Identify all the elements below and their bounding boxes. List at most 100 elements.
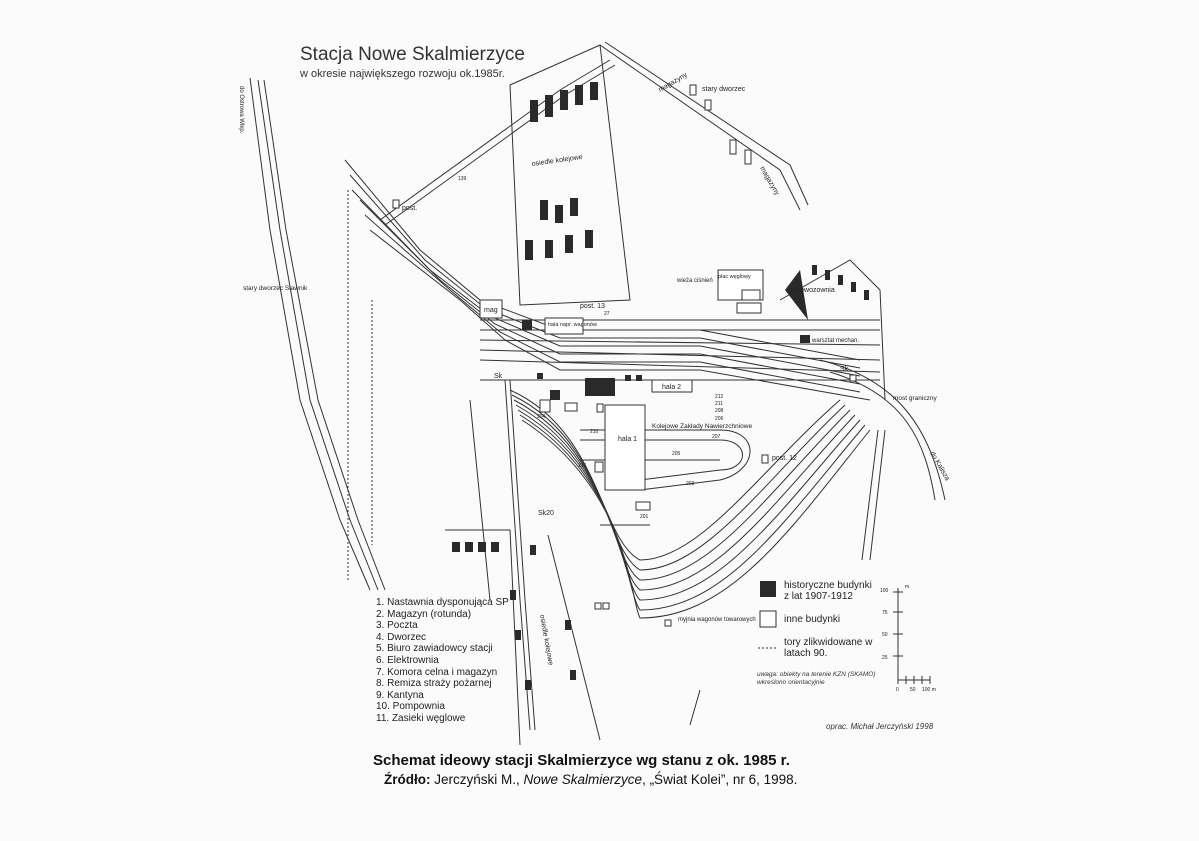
other-building [651, 379, 693, 393]
track-line [511, 394, 846, 571]
other-building [729, 139, 737, 155]
label-magazyny-top: magazyny [658, 71, 690, 93]
author-credit: oprac. Michał Jerczyński 1998 [826, 722, 934, 731]
legend-item: 5. Biuro zawiadowcy stacji [376, 643, 493, 655]
label-num-139: 139 [458, 176, 467, 182]
track-line [479, 359, 881, 373]
historic-building [525, 240, 533, 260]
other-building [604, 404, 646, 491]
caption-title: Schemat ideowy stacji Skalmierzyce wg st… [373, 752, 790, 769]
caption-source-author: Jerczyński M., [430, 772, 524, 787]
historic-building [838, 275, 843, 285]
legend-item: 6. Elektrownia [376, 654, 439, 666]
legend-historic-swatch [760, 581, 776, 597]
caption-source-label: Źródło: [384, 772, 431, 787]
other-building [849, 374, 857, 382]
scale-tick-25: 25 [882, 655, 888, 661]
track-line [599, 44, 801, 211]
area-outline [445, 529, 521, 746]
caption-source-title: Nowe Skalmierzyce [523, 772, 643, 787]
legend-other-text: inne budynki [784, 614, 841, 625]
other-building [564, 402, 578, 412]
label-most-graniczny: most graniczny [893, 395, 937, 402]
historic-building [575, 85, 583, 105]
label-num-212: 212 [715, 394, 724, 400]
area-outline [509, 44, 631, 306]
other-building [741, 289, 761, 301]
historic-building [785, 270, 808, 320]
historic-building [525, 680, 531, 690]
historic-building [515, 630, 521, 640]
track-line [509, 389, 841, 561]
label-magazyny-right: magazyny [758, 166, 780, 198]
track-line [369, 229, 871, 401]
scale-tick-100h: 100 m [922, 687, 936, 693]
label-wieza: wieża ciśnień [676, 278, 713, 284]
track-line [517, 409, 861, 601]
historic-building [522, 320, 532, 330]
legend-item: 9. Kantyna [376, 689, 424, 701]
area-outline [547, 534, 601, 741]
legend-item: 7. Komora celna i magazyn [376, 666, 498, 678]
other-building [602, 602, 610, 610]
legend-item: 11. Zasieki węglowe [376, 712, 466, 724]
historic-building [636, 375, 642, 381]
track-line [513, 399, 851, 581]
legend-historic-text: historyczne budynki z lat 1907-1912 [784, 580, 872, 602]
track-line [351, 189, 861, 377]
track-line [364, 214, 861, 393]
historic-building [570, 198, 578, 216]
track-line [379, 59, 611, 221]
track-line [779, 259, 886, 401]
historic-building [452, 542, 460, 552]
track-line [344, 159, 861, 361]
historic-building [545, 95, 553, 117]
other-building [761, 454, 769, 464]
track-line [509, 379, 536, 731]
label-do-ostrowa: do Ostrowa Wlkp. [238, 86, 244, 134]
label-num-211: 211 [715, 401, 723, 407]
legend-other-swatch [759, 610, 777, 628]
historic-building [540, 200, 548, 220]
legend-removed-text: tory zlikwidowane w latach 90. [784, 637, 873, 659]
horizontal-scale-bar [897, 676, 931, 684]
historic-building [565, 620, 571, 630]
other-building [596, 403, 604, 413]
label-plac-weglowy: plac węglowy [718, 274, 751, 280]
historic-building [800, 335, 810, 343]
scale-tick-50: 50 [882, 632, 888, 638]
scale-tick-100: 100 [880, 588, 889, 594]
label-num-215: 215 [578, 463, 587, 469]
label-hala-1: hala 1 [618, 436, 637, 443]
track-line [349, 174, 861, 369]
label-post-13: post. 13 [580, 303, 605, 310]
legend-item: 1. Nastawnia dysponująca SP [376, 597, 509, 608]
track-line [249, 77, 371, 591]
boundary-line [861, 429, 879, 561]
historic-building [585, 230, 593, 248]
other-building [544, 317, 584, 335]
label-num-204: 204 [537, 414, 546, 420]
label-num-203: 203 [686, 481, 695, 487]
track-line [263, 79, 386, 591]
other-building [594, 602, 602, 610]
track-line [819, 359, 946, 501]
historic-building [510, 590, 516, 600]
label-stary-dworzec-slawnik: stary dworzec Sławnik [243, 285, 308, 292]
historic-building [555, 205, 563, 223]
historic-building [530, 100, 538, 122]
historic-building [625, 375, 631, 381]
scale-tick-0: 0 [896, 687, 899, 693]
other-building [689, 84, 697, 96]
other-building [539, 399, 551, 413]
label-osiedle-top: osiedle kolejowe [531, 154, 583, 168]
historic-building [537, 373, 543, 379]
other-building [744, 149, 752, 165]
legend-item: 8. Remiza straży pożarnej [376, 678, 492, 690]
label-parowozownia: parowozownia [790, 287, 835, 294]
track-line [469, 399, 491, 601]
caption-source: Źródło: Jerczyński M., Nowe Skalmierzyce… [384, 772, 797, 787]
boundary-line [689, 689, 701, 726]
historic-building [812, 265, 817, 275]
